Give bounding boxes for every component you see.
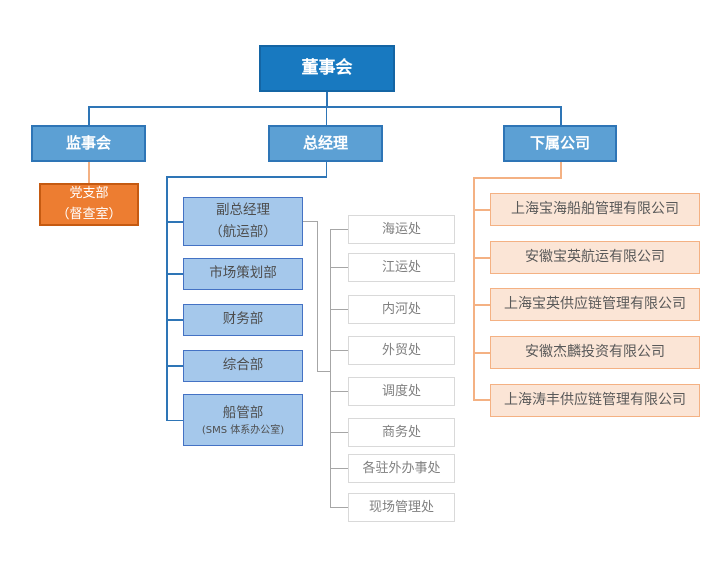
connector-company-stub-5	[473, 399, 490, 401]
node-sublabel: （航运部）	[209, 223, 277, 240]
connector-dept-bus	[166, 176, 168, 421]
connector-division-stub-1	[330, 229, 348, 230]
connector-division-stub-6	[330, 432, 348, 433]
node-division-river: 江运处	[348, 253, 455, 282]
node-label: 上海宝海船舶管理有限公司	[511, 201, 679, 218]
node-label: 现场管理处	[368, 499, 434, 515]
node-sublabel: （督查室）	[56, 206, 122, 222]
connector-deputy-out	[303, 221, 318, 222]
connector-company-bus	[473, 177, 475, 400]
node-company-jielin-investment: 安徽杰麟投资有限公司	[490, 336, 700, 369]
node-label: 海运处	[381, 221, 421, 237]
connector-sub-elbow	[473, 177, 562, 179]
connector-division-stub-8	[330, 507, 348, 508]
node-deputy-gm-shipping: 副总经理 （航运部）	[183, 197, 303, 246]
connector-dept-stub-2	[166, 273, 183, 275]
connector-company-stub-3	[473, 304, 490, 306]
node-label: 调度处	[381, 383, 421, 399]
connector-root-drop	[326, 91, 328, 107]
node-dept-marketing: 市场策划部	[183, 258, 303, 290]
node-label: 上海涛丰供应链管理有限公司	[504, 392, 686, 409]
node-label: 上海宝英供应链管理有限公司	[504, 296, 686, 313]
connector-division-stub-2	[330, 267, 348, 268]
connector-dept-stub-5	[166, 419, 183, 421]
node-label: 江运处	[381, 259, 421, 275]
node-company-baoying-supply-chain: 上海宝英供应链管理有限公司	[490, 288, 700, 321]
node-division-dispatch: 调度处	[348, 377, 455, 406]
node-company-baohai-ship-mgmt: 上海宝海船舶管理有限公司	[490, 193, 700, 226]
node-division-inland: 内河处	[348, 295, 455, 324]
connector-division-stub-7	[330, 468, 348, 469]
connector-dept-stub-1	[166, 221, 183, 223]
node-label: 船管部	[222, 404, 264, 421]
connector-dept-stub-4	[166, 365, 183, 367]
node-label: 市场策划部	[209, 265, 277, 282]
connector-division-stub-3	[330, 309, 348, 310]
connector-division-stub-4	[330, 350, 348, 351]
node-division-ocean: 海运处	[348, 215, 455, 244]
node-label: 监事会	[65, 134, 111, 153]
node-label: 下属公司	[529, 134, 590, 153]
connector-deputy-drop	[317, 221, 318, 372]
node-label: 商务处	[381, 424, 421, 440]
node-company-taofeng-supply-chain: 上海涛丰供应链管理有限公司	[490, 384, 700, 417]
connector-level2-bus	[88, 106, 561, 108]
connector-company-stub-2	[473, 257, 490, 259]
node-party-branch: 党支部 （督查室）	[39, 183, 139, 226]
connector-drop-gm	[325, 106, 327, 126]
connector-drop-subsidiaries	[560, 106, 562, 126]
node-label: 总经理	[302, 134, 348, 153]
node-company-baoying-shipping: 安徽宝英航运有限公司	[490, 241, 700, 274]
connector-company-stub-1	[473, 209, 490, 211]
node-subsidiaries: 下属公司	[503, 125, 617, 162]
connector-gm-drop	[325, 161, 327, 176]
node-division-overseas-offices: 各驻外办事处	[348, 454, 455, 483]
node-label: 安徽杰麟投资有限公司	[525, 344, 665, 361]
node-label: 综合部	[222, 357, 264, 374]
connector-division-bus	[330, 229, 331, 508]
connector-division-stub-5	[330, 391, 348, 392]
connector-party-drop	[88, 161, 90, 183]
node-label: 外贸处	[381, 342, 421, 358]
connector-gm-elbow	[166, 176, 327, 178]
node-dept-finance: 财务部	[183, 304, 303, 336]
node-division-commerce: 商务处	[348, 418, 455, 447]
node-label: 安徽宝英航运有限公司	[525, 249, 665, 266]
node-dept-general-affairs: 综合部	[183, 350, 303, 382]
node-division-foreign-trade: 外贸处	[348, 336, 455, 365]
node-supervisory-board: 监事会	[31, 125, 146, 162]
connector-dept-stub-3	[166, 319, 183, 321]
connector-sub-drop	[560, 161, 562, 177]
connector-company-stub-4	[473, 352, 490, 354]
node-label: 副总经理	[216, 201, 270, 218]
node-division-site-management: 现场管理处	[348, 493, 455, 522]
node-sublabel: (SMS 体系办公室)	[201, 425, 285, 437]
node-label: 财务部	[222, 311, 264, 328]
node-general-manager: 总经理	[268, 125, 383, 162]
node-label: 党支部	[69, 186, 109, 202]
node-label: 内河处	[381, 301, 421, 317]
node-board-of-directors: 董事会	[259, 45, 395, 92]
node-label: 董事会	[301, 58, 353, 79]
node-dept-ship-management: 船管部 (SMS 体系办公室)	[183, 394, 303, 446]
connector-drop-supervisory	[88, 106, 90, 126]
node-label: 各驻外办事处	[362, 460, 441, 476]
connector-deputy-elbow	[317, 371, 331, 372]
